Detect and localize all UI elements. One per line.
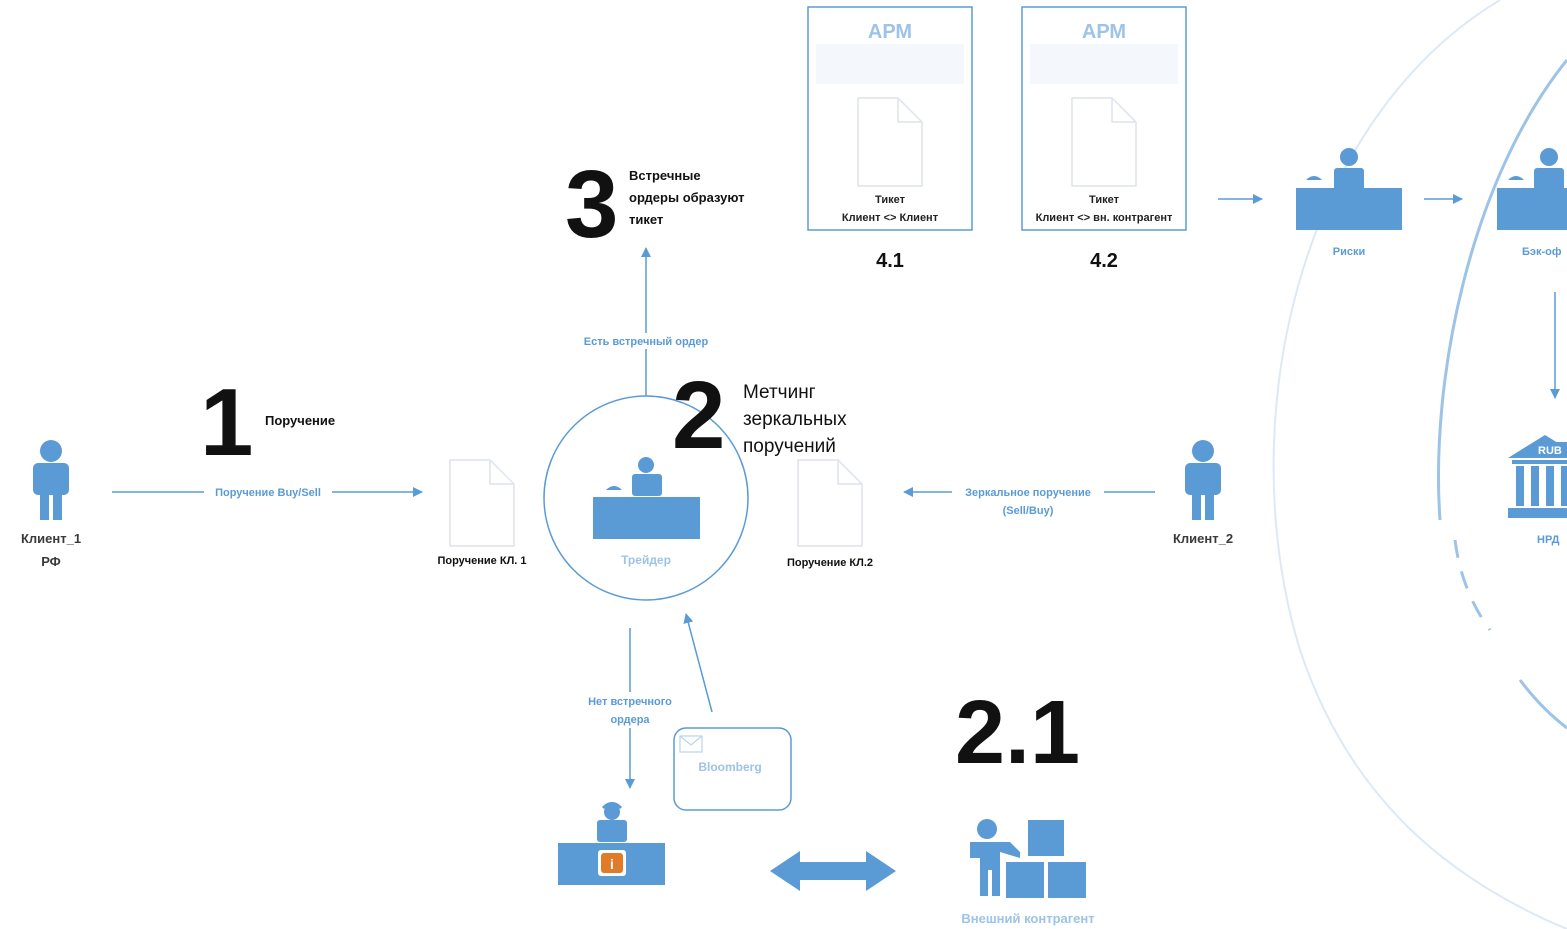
external-node[interactable]: Внешний контрагент: [961, 819, 1095, 926]
person-icon: [1192, 440, 1214, 462]
info-icon: [601, 853, 623, 873]
person-icon: [40, 440, 62, 462]
arm-line1: Тикет: [1089, 194, 1120, 206]
label-no-counter-line2: ордера: [610, 714, 650, 726]
nrd-node[interactable]: RUB НРД: [1508, 435, 1567, 546]
label-mirror-line1: Зеркальное поручение: [965, 487, 1091, 499]
order2-label: Поручение КЛ.2: [787, 557, 873, 569]
arm-id: 4.2: [1090, 250, 1118, 272]
risks-node[interactable]: Риски: [1296, 148, 1402, 258]
label-mirror-line2: (Sell/Buy): [1003, 505, 1054, 517]
step-1-number: 1: [200, 369, 253, 476]
step-3: 3 Встречные ордеры образуют тикет: [565, 151, 745, 258]
arm-title: АРМ: [1082, 21, 1126, 43]
nrd-badge: RUB: [1538, 445, 1562, 457]
box-icon: [1028, 820, 1064, 856]
trader-node[interactable]: Трейдер: [543, 395, 749, 601]
arrow-bloomberg-trader: [683, 613, 713, 713]
person-icon: [977, 819, 997, 839]
external-label: Внешний контрагент: [961, 911, 1094, 926]
order1-label: Поручение КЛ. 1: [437, 555, 526, 567]
step-2: 2 Метчинг зеркальных поручений: [672, 362, 847, 469]
step-2-line1: Метчинг: [743, 382, 816, 403]
arm-box-4-2[interactable]: АРМ Тикет Клиент <> вн. контрагент 4.2: [1021, 6, 1187, 272]
step-2-number: 2: [672, 362, 725, 469]
bloomberg-label: Bloomberg: [698, 760, 761, 774]
phone-icon: [606, 486, 622, 490]
arm-line2: Клиент <> Клиент: [842, 212, 939, 224]
backoffice-label: Бэк-оф: [1522, 246, 1562, 258]
client1-node[interactable]: Клиент_1 РФ: [21, 440, 81, 569]
step-1-text: Поручение: [265, 413, 335, 428]
client1-line1: Клиент_1: [21, 531, 81, 546]
trader-label: Трейдер: [621, 553, 671, 567]
step-21-number: 2.1: [955, 683, 1080, 783]
background-arcs: [1272, 0, 1567, 929]
label-has-counter: Есть встречный ордер: [584, 336, 709, 348]
arm-id: 4.1: [876, 250, 904, 272]
order2-node[interactable]: Поручение КЛ.2: [787, 459, 873, 569]
double-arrow: [770, 851, 896, 891]
step-2-line2: зеркальных: [743, 409, 847, 430]
arm-title: АРМ: [868, 21, 912, 43]
label-no-counter-line1: Нет встречного: [588, 696, 672, 708]
step-3-line1: Встречные: [629, 168, 701, 183]
step-3-line2: ордеры образуют: [629, 190, 745, 205]
step-3-number: 3: [565, 151, 618, 258]
info-desk-node[interactable]: i: [558, 802, 665, 886]
mail-icon: [679, 735, 703, 753]
document-icon: [797, 459, 863, 547]
document-icon: [857, 97, 923, 187]
step-2-line3: поручений: [743, 436, 836, 457]
document-icon: [1071, 97, 1137, 187]
bloomberg-node[interactable]: Bloomberg: [673, 727, 792, 811]
document-icon: [449, 459, 515, 547]
client2-label: Клиент_2: [1173, 531, 1233, 546]
risks-label: Риски: [1333, 246, 1365, 258]
client2-node[interactable]: Клиент_2: [1173, 440, 1233, 546]
arm-line1: Тикет: [875, 194, 906, 206]
order1-node[interactable]: Поручение КЛ. 1: [437, 459, 527, 567]
headset-icon: [601, 802, 623, 810]
svg-text:i: i: [610, 856, 614, 872]
arm-box-4-1[interactable]: АРМ Тикет Клиент <> Клиент 4.1: [807, 6, 973, 272]
arm-line2: Клиент <> вн. контрагент: [1036, 212, 1173, 224]
backoffice-node[interactable]: Бэк-оф: [1497, 148, 1567, 258]
step-1: 1 Поручение: [200, 369, 335, 476]
label-buy-sell: Поручение Buy/Sell: [215, 487, 321, 499]
step-3-line3: тикет: [629, 212, 663, 227]
client1-line2: РФ: [41, 554, 61, 569]
nrd-label: НРД: [1537, 534, 1560, 546]
